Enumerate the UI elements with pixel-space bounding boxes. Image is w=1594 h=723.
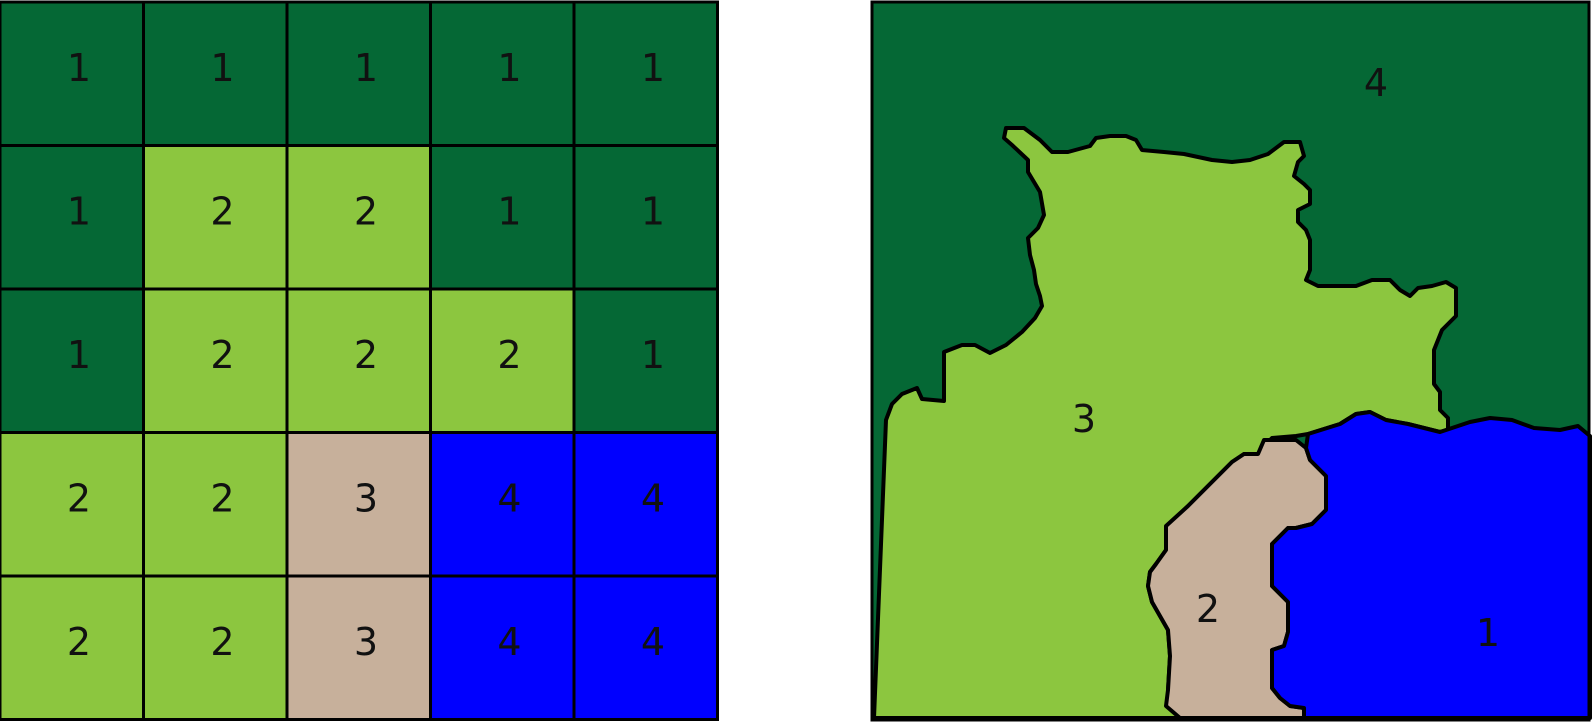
- grid-cell: [285, 574, 432, 721]
- grid-cell: [0, 431, 145, 578]
- grid-cell: [285, 287, 432, 434]
- grid-cell-value: 2: [210, 189, 234, 233]
- grid-cell: [572, 144, 719, 291]
- blue-region: [1270, 410, 1592, 720]
- grid-cell-value: 1: [641, 189, 665, 233]
- grid-cell: [0, 574, 145, 721]
- grid-cell-value: 3: [354, 476, 378, 520]
- grid-cell-value: 1: [67, 46, 91, 90]
- grid-cell-value: 2: [354, 333, 378, 377]
- grid-cell: [572, 0, 719, 147]
- region-label: 1: [1476, 611, 1500, 655]
- vector-frame: [870, 0, 1591, 722]
- grid-cell: [285, 431, 432, 578]
- grid-cell-value: 1: [210, 46, 234, 90]
- grid-cell-value: 1: [641, 46, 665, 90]
- grid-cell: [429, 144, 576, 291]
- grid-cell: [429, 431, 576, 578]
- grid-cell-value: 1: [354, 46, 378, 90]
- grid-cell-value: 1: [641, 333, 665, 377]
- grid-cell: [572, 574, 719, 721]
- grid-cell: [142, 287, 289, 434]
- grid-cell-value: 1: [67, 333, 91, 377]
- grid-cell-value: 4: [497, 620, 521, 664]
- grid-cell-value: 2: [67, 620, 91, 664]
- raster-grid: 1 1 1 1 1 1 2 2 1 1 1 2 2 2 1 2 2 3 4 4 2 2 3 4 4: [0, 0, 719, 721]
- grid-cell-value: 4: [641, 620, 665, 664]
- grid-cell: [572, 431, 719, 578]
- grid-cell: [285, 144, 432, 291]
- raster-frame: [0, 0, 719, 721]
- grid-cell-value: 1: [67, 189, 91, 233]
- grid-cell: [142, 0, 289, 147]
- grid-cell-value: 2: [497, 333, 521, 377]
- region-label: 4: [1364, 61, 1388, 105]
- vector-map: 4 3 2 1: [870, 0, 1592, 722]
- grid-cell-value: 2: [67, 476, 91, 520]
- grid-cell-value: 2: [210, 620, 234, 664]
- region-label: 3: [1072, 397, 1096, 441]
- grid-cell: [142, 431, 289, 578]
- grid-cell-value: 2: [210, 333, 234, 377]
- grid-cell-value: 4: [641, 476, 665, 520]
- grid-cell-value: 2: [210, 476, 234, 520]
- grid-cell-value: 3: [354, 620, 378, 664]
- region-label: 2: [1196, 587, 1220, 631]
- grid-cell-value: 4: [497, 476, 521, 520]
- grid-cell: [429, 287, 576, 434]
- grid-cell-value: 2: [354, 189, 378, 233]
- grid-cell-value: 1: [497, 46, 521, 90]
- grid-cell-value: 1: [497, 189, 521, 233]
